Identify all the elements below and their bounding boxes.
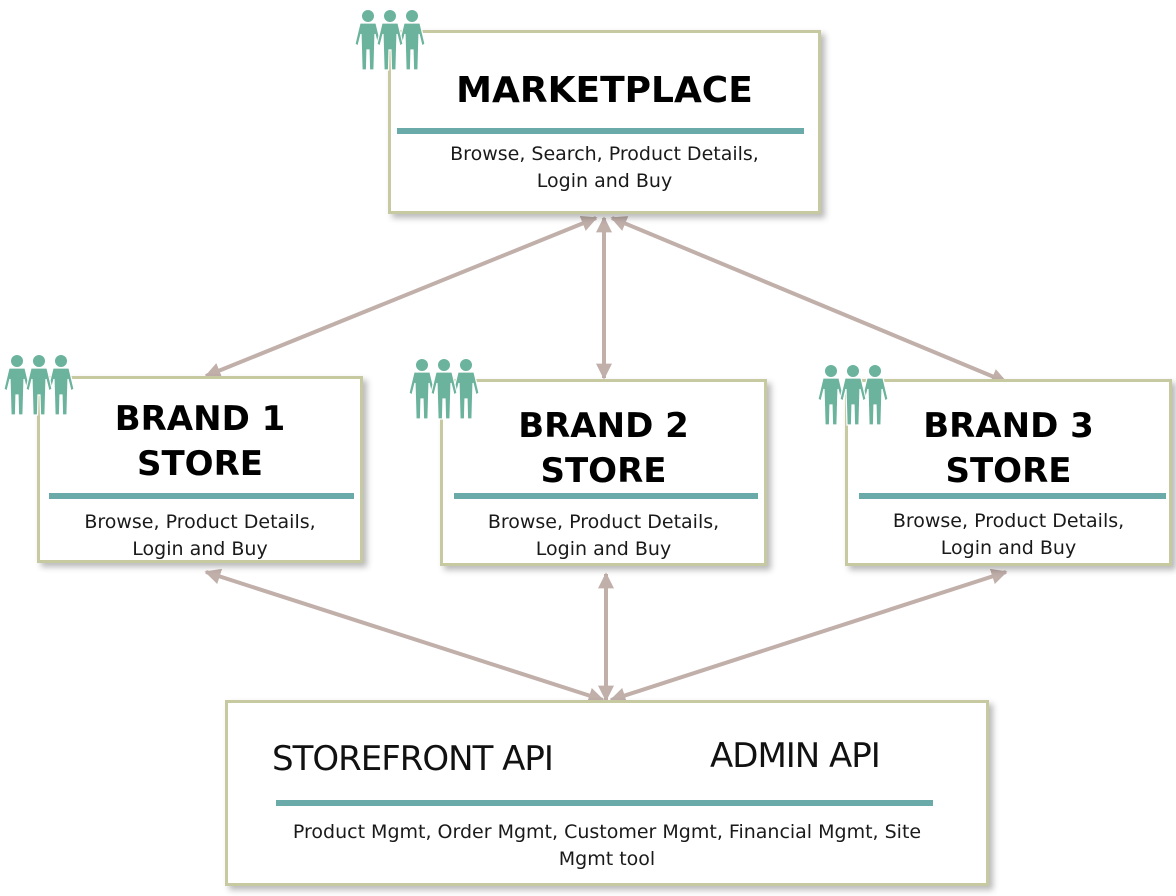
api-box: STOREFRONT API ADMIN API Product Mgmt, O… bbox=[225, 700, 989, 886]
brand2-store-divider bbox=[454, 493, 758, 499]
brand1-store-divider bbox=[49, 493, 354, 499]
api-desc: Product Mgmt, Order Mgmt, Customer Mgmt,… bbox=[292, 821, 922, 870]
marketplace-box: MARKETPLACE Browse, Search, Product Deta… bbox=[388, 30, 821, 214]
brand3-store-title: BRAND 3 STORE bbox=[923, 406, 1094, 491]
brand3-store-box: BRAND 3 STORE Browse, Product Details, L… bbox=[845, 379, 1172, 566]
arrow-marketplace-brand1 bbox=[204, 215, 598, 379]
brand2-store-box: BRAND 2 STORE Browse, Product Details, L… bbox=[440, 379, 767, 566]
brand2-people-icon bbox=[408, 359, 480, 420]
brand1-people-icon bbox=[3, 355, 75, 416]
storefront-api-label: STOREFRONT API bbox=[272, 739, 554, 779]
brand2-store-desc: Browse, Product Details, Login and Buy bbox=[487, 511, 720, 560]
api-divider bbox=[276, 800, 933, 806]
arrow-marketplace-brand3 bbox=[610, 216, 1008, 384]
brand1-store-title: BRAND 1 STORE bbox=[114, 399, 286, 484]
marketplace-people-icon bbox=[354, 10, 426, 71]
brand3-people-icon bbox=[817, 365, 889, 426]
brand2-store-title: BRAND 2 STORE bbox=[518, 406, 689, 491]
brand3-store-divider bbox=[859, 493, 1166, 499]
admin-api-label: ADMIN API bbox=[710, 736, 881, 776]
marketplace-divider bbox=[397, 128, 804, 134]
marketplace-title: MARKETPLACE bbox=[456, 70, 753, 111]
arrow-brand3-api bbox=[609, 568, 1008, 704]
brand3-store-desc: Browse, Product Details, Login and Buy bbox=[892, 510, 1125, 559]
marketplace-desc: Browse, Search, Product Details, Login a… bbox=[450, 143, 759, 192]
arrow-brand1-api bbox=[204, 568, 605, 704]
brand1-store-box: BRAND 1 STORE Browse, Product Details, L… bbox=[37, 376, 363, 563]
brand1-store-desc: Browse, Product Details, Login and Buy bbox=[84, 511, 316, 560]
